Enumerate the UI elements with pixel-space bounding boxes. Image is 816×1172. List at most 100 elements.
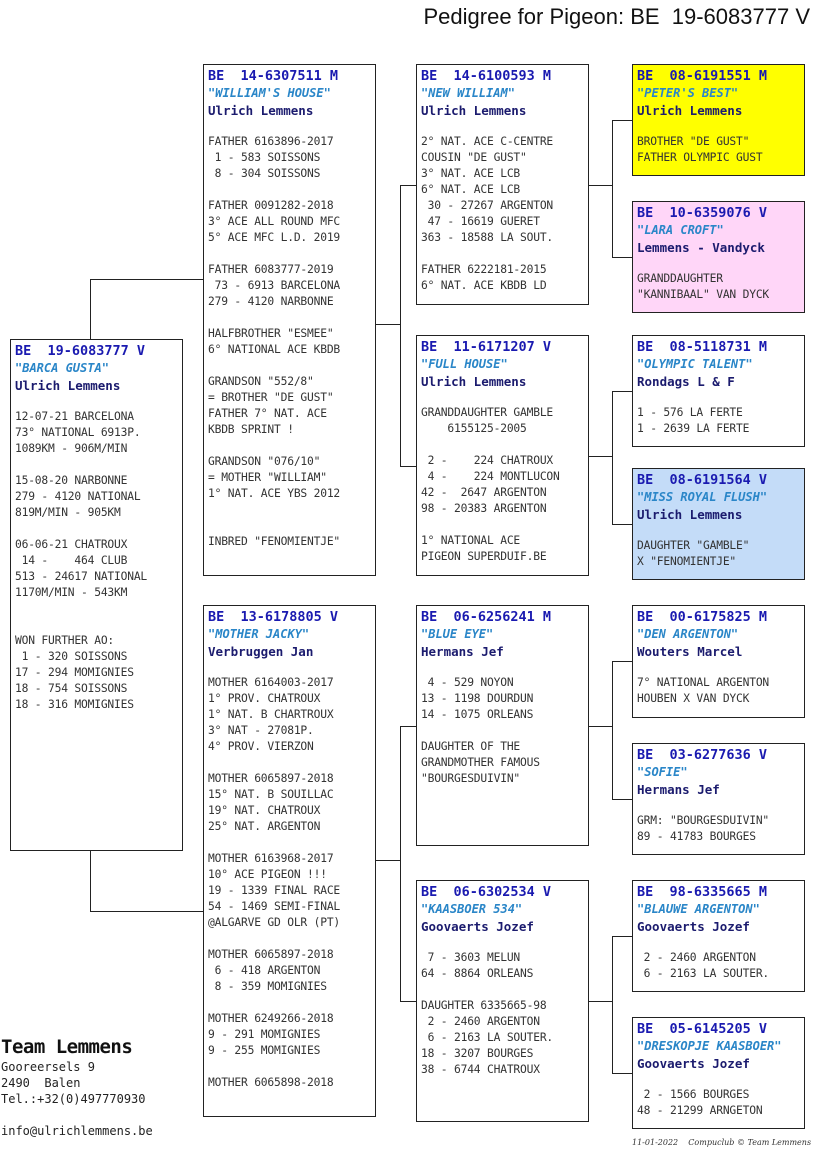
note-line: ​: [208, 995, 371, 1011]
pigeon-card-fmm[interactable]: BE 08-6191564 V"MISS ROYAL FLUSH"Ulrich …: [632, 468, 805, 580]
note-line: ​: [421, 517, 584, 533]
note-line: 9 - 255 MOMIGNIES: [208, 1044, 321, 1057]
connector-line: [612, 799, 632, 800]
note-line: FATHER 7° NAT. ACE: [208, 407, 327, 420]
pigeon-card-mmf[interactable]: BE 98-6335665 M"BLAUWE ARGENTON"Goovaert…: [632, 880, 805, 992]
connector-line: [612, 524, 632, 525]
breeder-name: Team Lemmens: [1, 1036, 133, 1058]
pigeon-name: "SOFIE": [637, 765, 688, 779]
note-line: 6 - 418 ARGENTON: [208, 964, 321, 977]
pigeon-card-ffm[interactable]: BE 10-6359076 V"LARA CROFT"Lemmens - Van…: [632, 201, 805, 313]
note-line: 17 - 294 MOMIGNIES: [15, 666, 134, 679]
note-line: 1° NAT. ACE YBS 2012: [208, 487, 341, 500]
note-line: 14 - 1075 ORLEANS: [421, 708, 534, 721]
connector-line: [612, 391, 632, 392]
breeder-email[interactable]: info@ulrichlemmens.be: [1, 1124, 153, 1138]
note-line: ​: [15, 521, 178, 537]
note-line: 513 - 24617 NATIONAL: [15, 570, 148, 583]
note-line: MOTHER 6065898-2018: [208, 1076, 334, 1089]
pigeon-card-fm[interactable]: BE 11-6171207 V"FULL HOUSE"Ulrich Lemmen…: [416, 335, 589, 576]
note-line: 25° NAT. ARGENTON: [208, 820, 321, 833]
pigeon-card-mother[interactable]: BE 13-6178805 V"MOTHER JACKY"Verbruggen …: [203, 605, 376, 1117]
pigeon-name: "NEW WILLIAM": [421, 86, 515, 100]
owner-name: Goovaerts Jozef: [421, 919, 534, 934]
owner-name: Rondags L & F: [637, 374, 735, 389]
note-line: 8 - 359 MOMIGNIES: [208, 980, 327, 993]
owner-name: Ulrich Lemmens: [637, 507, 743, 522]
pigeon-notes: DAUGHTER "GAMBLE"X "FENOMIENTJE": [637, 538, 800, 570]
note-line: 1° NAT. B CHARTROUX: [208, 708, 334, 721]
pigeon-card-fff[interactable]: BE 08-6191551 M"PETER'S BEST"Ulrich Lemm…: [632, 64, 805, 176]
note-line: GRANDDAUGHTER GAMBLE: [421, 406, 554, 419]
pigeon-card-father[interactable]: BE 14-6307511 M"WILLIAM'S HOUSE"Ulrich L…: [203, 64, 376, 576]
note-line: 73° NATIONAL 6913P.: [15, 426, 141, 439]
note-line: 18 - 3207 BOURGES: [421, 1047, 534, 1060]
pigeon-card-subject[interactable]: BE 19-6083777 V"BARCA GUSTA"Ulrich Lemme…: [10, 339, 183, 851]
note-line: ​: [208, 358, 371, 374]
note-line: 64 - 8864 ORLEANS: [421, 967, 534, 980]
pigeon-card-mm[interactable]: BE 06-6302534 V "KAASBOER 534" Goovaerts J…: [416, 880, 589, 1122]
connector-line: [376, 860, 400, 861]
pigeon-notes: GRANDDAUGHTER GAMBLE 6155125-2005​ 2 - 2…: [421, 405, 584, 565]
note-line: FATHER 6163896-2017: [208, 135, 334, 148]
connector-line: [589, 726, 612, 727]
note-line: 42 - 2647 ARGENTON: [421, 486, 547, 499]
owner-name: Ulrich Lemmens: [637, 103, 743, 118]
note-line: 10° ACE PIGEON !!!: [208, 868, 327, 881]
ring-number: BE 08-6191551 M: [637, 68, 768, 84]
note-line: FATHER OLYMPIC GUST: [637, 151, 763, 164]
pigeon-card-mmm[interactable]: BE 05-6145205 V"DRESKOPJE KAASBOER"Goova…: [632, 1017, 805, 1129]
pigeon-name: "KAASBOER 534": [421, 902, 523, 916]
note-line: BROTHER "DE GUST": [637, 135, 750, 148]
pigeon-notes: 2 - 2460 ARGENTON 6 - 2163 LA SOUTER.: [637, 950, 800, 982]
note-line: @ALGARVE GD OLR (PT): [208, 916, 341, 929]
note-line: WON FURTHER AO:: [15, 634, 115, 647]
note-line: = BROTHER "DE GUST": [208, 391, 334, 404]
note-line: 1170M/MIN - 543KM: [15, 586, 128, 599]
pigeon-card-ff[interactable]: BE 14-6100593 M"NEW WILLIAM"Ulrich Lemme…: [416, 64, 589, 305]
note-line: 13 - 1198 DOURDUN: [421, 692, 534, 705]
note-line: = MOTHER "WILLIAM": [208, 471, 327, 484]
owner-name: Ulrich Lemmens: [421, 374, 527, 389]
note-line: MOTHER 6249266-2018: [208, 1012, 334, 1025]
connector-line: [612, 257, 632, 258]
ring-number: BE 05-6145205 V: [637, 1021, 768, 1037]
note-line: 1089KM - 906M/MIN: [15, 442, 128, 455]
note-line: 2° NAT. ACE C-CENTRE: [421, 135, 554, 148]
pigeon-card-fmf[interactable]: BE 08-5118731 M"OLYMPIC TALENT"Rondags L…: [632, 335, 805, 447]
note-line: 6° NAT. ACE KBDB LD: [421, 279, 547, 292]
note-line: 19 - 1339 FINAL RACE: [208, 884, 341, 897]
connector-line: [612, 936, 613, 1074]
ring-number: BE 14-6100593 M: [421, 68, 552, 84]
note-line: 48 - 21299 ARNGETON: [637, 1104, 763, 1117]
ring-number: BE 08-6191564 V: [637, 472, 768, 488]
note-line: 3° NAT. ACE LCB: [421, 167, 521, 180]
ring-number: BE 06-6302534 V: [421, 884, 552, 900]
pigeon-card-mff[interactable]: BE 00-6175825 M"DEN ARGENTON"Wouters Mar…: [632, 605, 805, 718]
note-line: 7° NATIONAL ARGENTON: [637, 676, 770, 689]
note-line: DAUGHTER "GAMBLE": [637, 539, 750, 552]
note-line: MOTHER 6163968-2017: [208, 852, 334, 865]
ring-number: BE 03-6277636 V: [637, 747, 768, 763]
pigeon-card-mf[interactable]: BE 06-6256241 M"BLUE EYE"Hermans Jef 4 -…: [416, 605, 589, 846]
breeder-address: Gooreersels 9: [1, 1060, 95, 1074]
note-line: 4 - 529 NOYON: [421, 676, 514, 689]
connector-line: [612, 661, 632, 662]
note-line: 4 - 224 MONTLUCON: [421, 470, 560, 483]
note-line: ​: [208, 182, 371, 198]
note-line: 18 - 754 SOISSONS: [15, 682, 128, 695]
connector-line: [90, 851, 91, 912]
owner-name: Verbruggen Jan: [208, 644, 314, 659]
note-line: GRANDMOTHER FAMOUS: [421, 756, 540, 769]
connector-line: [612, 120, 613, 258]
note-line: "BOURGESDUIVIN": [421, 772, 521, 785]
note-line: PIGEON SUPERDUIF.BE: [421, 550, 547, 563]
note-line: COUSIN "DE GUST": [421, 151, 527, 164]
note-line: 98 - 20383 ARGENTON: [421, 502, 547, 515]
pigeon-name: "WILLIAM'S HOUSE": [208, 86, 331, 100]
note-line: INBRED "FENOMIENTJE": [208, 535, 341, 548]
connector-line: [400, 1001, 416, 1002]
